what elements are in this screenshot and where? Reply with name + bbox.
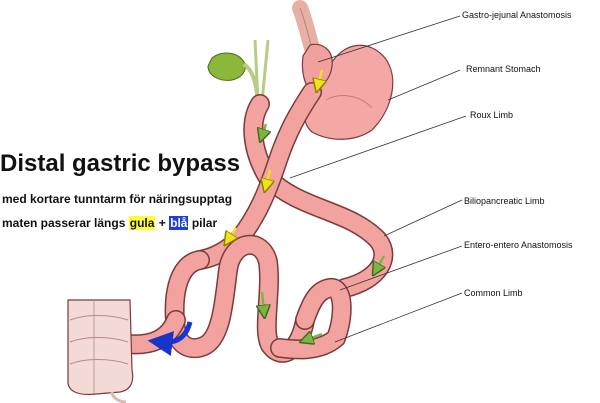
label-leaders	[289, 15, 467, 343]
label-common-limb: Common Limb	[464, 288, 523, 298]
highlight-blue: blå	[169, 216, 189, 230]
gallbladder	[207, 52, 246, 81]
subtitle-line-2: maten passerar längs gula + blå pilar	[2, 216, 217, 230]
subtitle-line-1: med kortare tunntarm för näringsupptag	[2, 192, 233, 206]
subtitle-prefix: maten passerar längs	[2, 216, 126, 230]
green-arrows	[262, 123, 384, 340]
yellow-arrows	[228, 69, 322, 240]
label-remnant-stomach: Remnant Stomach	[466, 64, 541, 74]
label-entero-entero-anastomosis: Entero-entero Anastomosis	[464, 240, 573, 250]
colon	[67, 299, 134, 403]
label-gastro-jejunal-anastomosis: Gastro-jejunal Anastomosis	[462, 10, 572, 20]
label-biliopancreatic-limb: Biliopancreatic Limb	[464, 196, 545, 206]
diagram-title: Distal gastric bypass	[0, 150, 241, 177]
highlight-yellow: gula	[128, 216, 156, 230]
label-roux-limb: Roux Limb	[470, 110, 514, 120]
blue-arrow	[147, 321, 193, 356]
subtitle-suffix: pilar	[191, 216, 218, 230]
subtitle-plus: +	[158, 216, 166, 230]
appendix	[110, 391, 127, 403]
